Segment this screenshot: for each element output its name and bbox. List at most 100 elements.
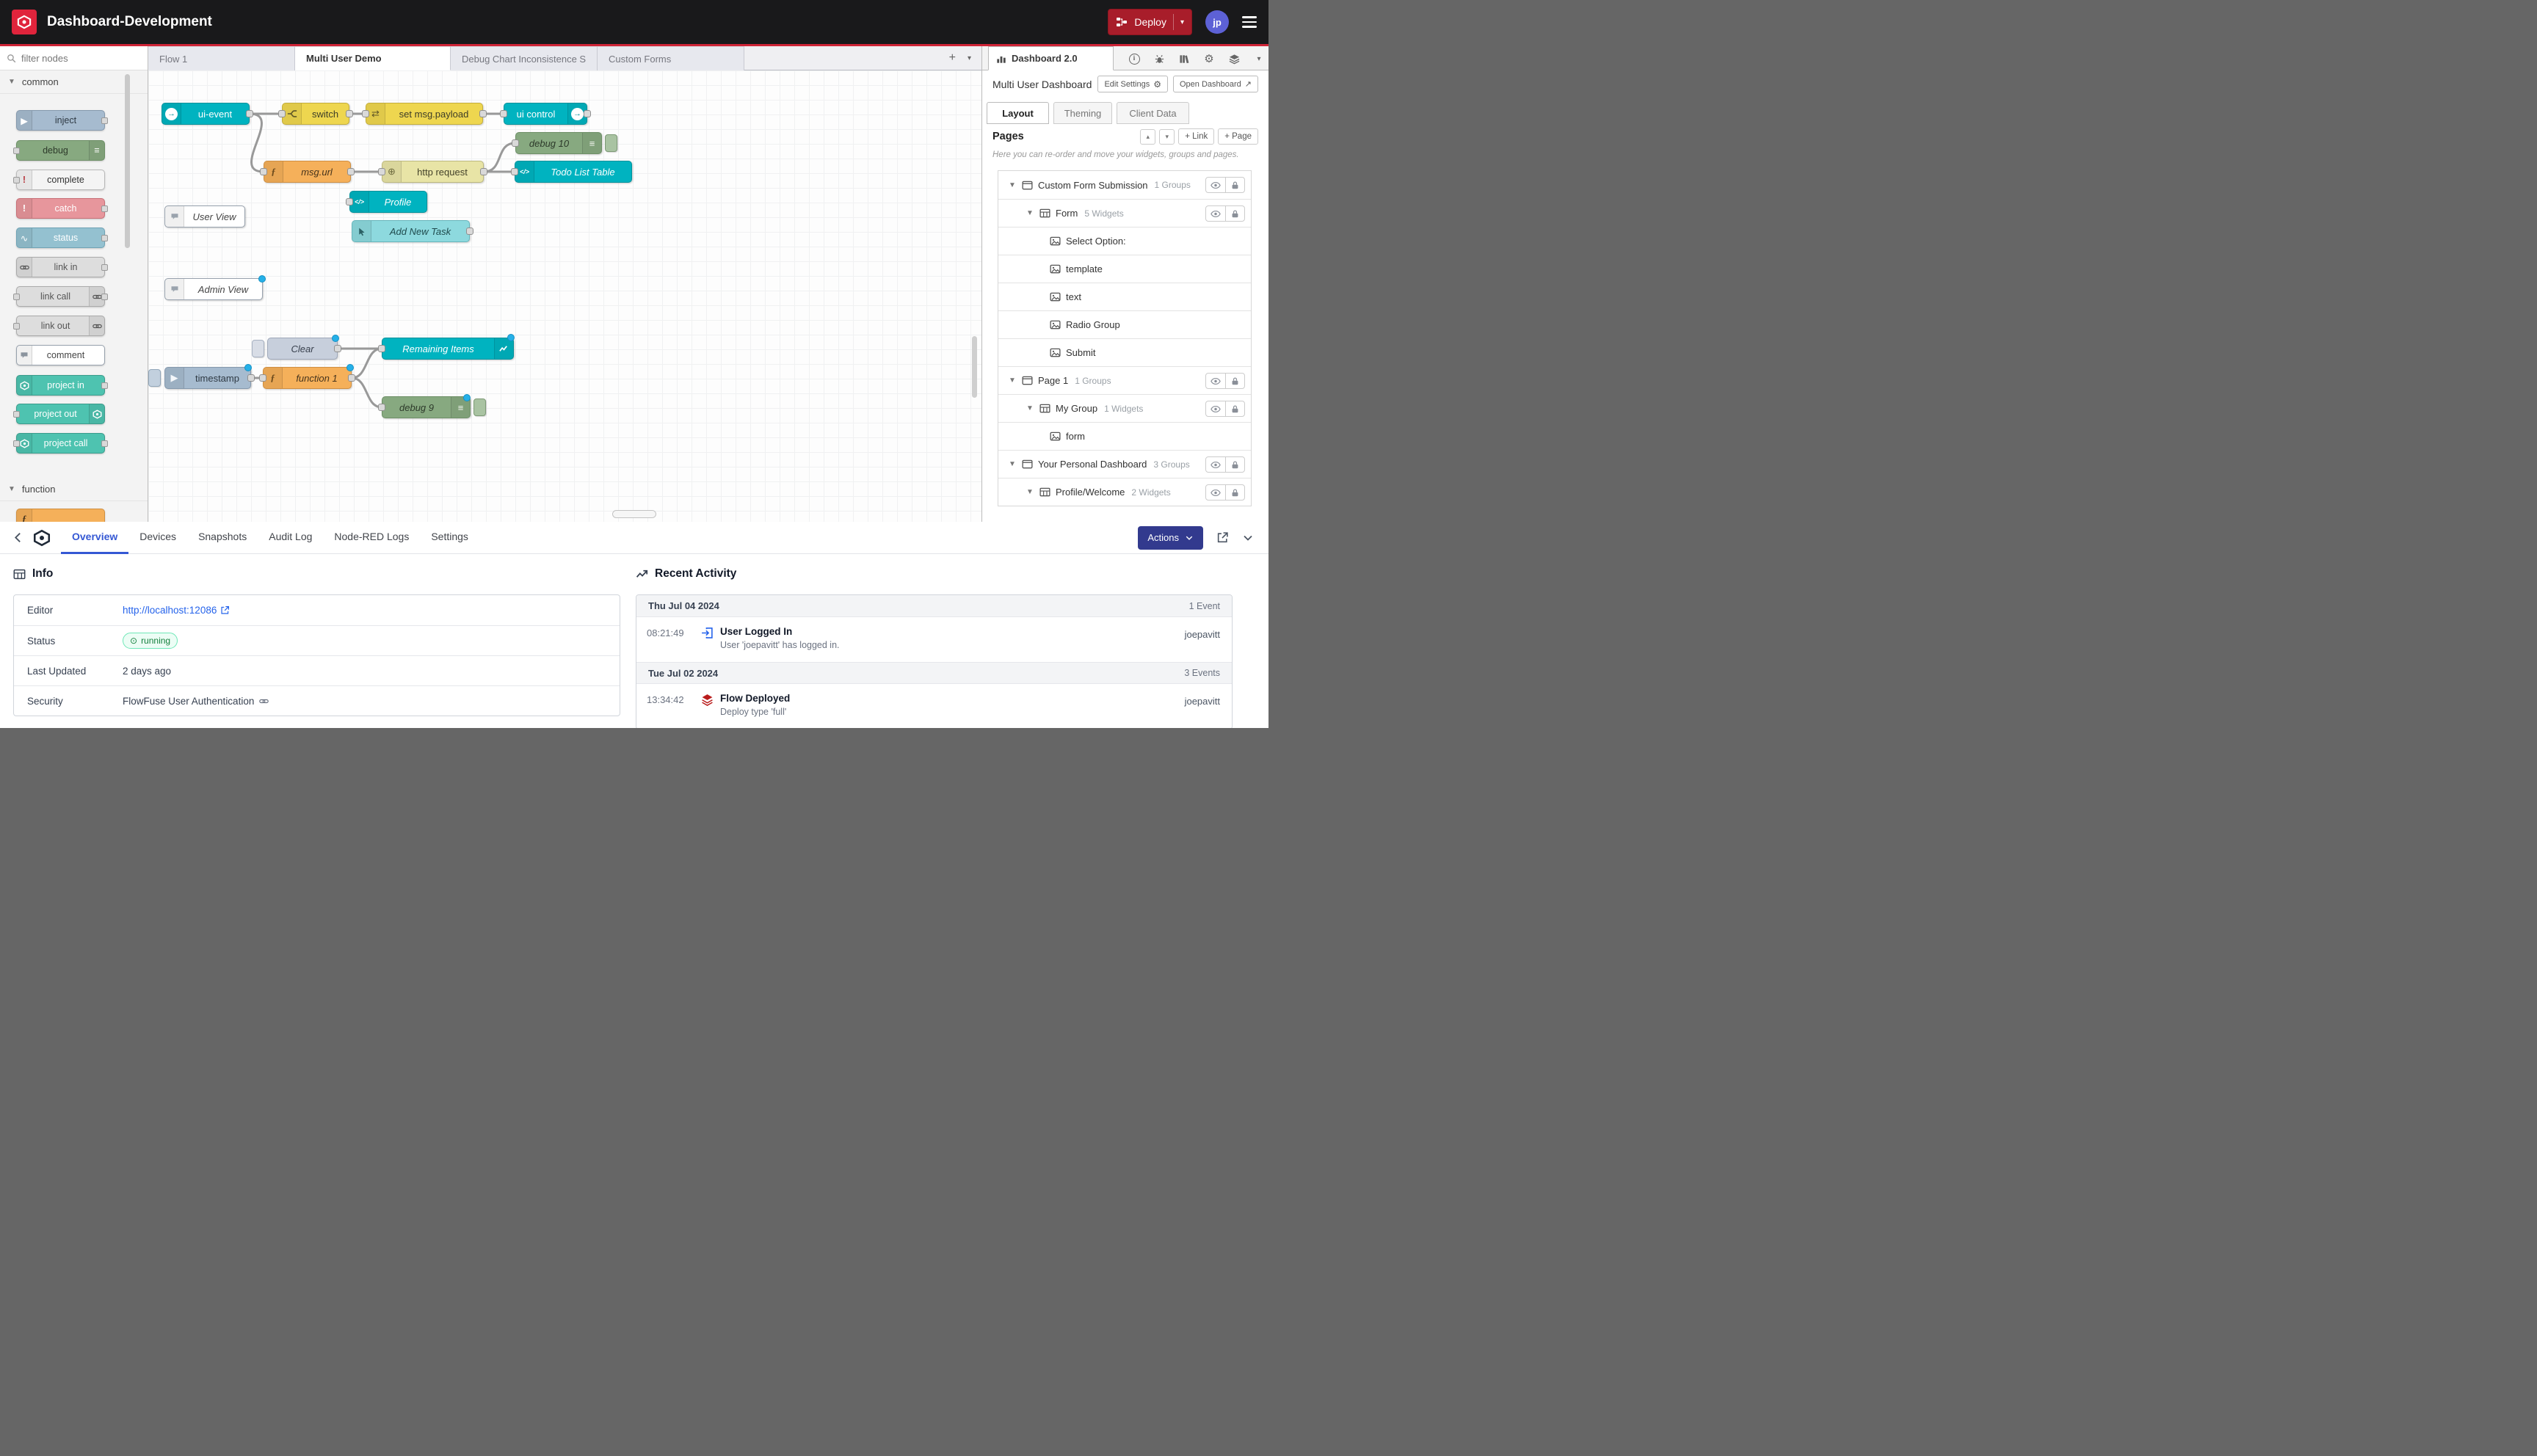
node-ui-event[interactable]: → ui-event: [161, 103, 250, 125]
node-profile[interactable]: </> Profile: [349, 191, 427, 213]
eye-icon[interactable]: [1206, 457, 1225, 472]
tab-layout[interactable]: Layout: [987, 102, 1049, 124]
palette-node-link-out[interactable]: link out: [16, 316, 105, 336]
port-in[interactable]: [259, 374, 266, 382]
tab-snapshots[interactable]: Snapshots: [187, 522, 258, 554]
chevron-down-icon[interactable]: ▼: [1007, 460, 1017, 468]
node-ui-control[interactable]: → ui control: [504, 103, 587, 125]
activity-event-row[interactable]: 08:21:49 User Logged In User 'joepavitt'…: [636, 616, 1232, 662]
node-function-1[interactable]: ƒ function 1: [263, 367, 352, 389]
flow-canvas[interactable]: → ui-event switch ⇄ set msg.payload → ui…: [148, 70, 981, 522]
node-comment-admin-view[interactable]: Admin View: [164, 278, 263, 300]
chevron-down-icon[interactable]: ▼: [1025, 209, 1035, 217]
palette-node-inject[interactable]: ▶inject: [16, 110, 105, 131]
node-comment-user-view[interactable]: User View: [164, 205, 245, 228]
node-inject-timestamp[interactable]: ▶ timestamp: [164, 367, 251, 389]
chevron-down-icon[interactable]: ▼: [1007, 376, 1017, 385]
port-out[interactable]: [346, 110, 353, 117]
palette-node-catch[interactable]: !catch: [16, 198, 105, 219]
tab-settings[interactable]: Settings: [420, 522, 479, 554]
port-out[interactable]: [480, 168, 487, 175]
port-in[interactable]: [346, 198, 353, 205]
palette-category-function[interactable]: ▼ function: [0, 478, 148, 501]
lock-icon[interactable]: [1225, 457, 1244, 472]
tree-page-row[interactable]: ▼ Your Personal Dashboard3 Groups: [998, 450, 1251, 478]
palette-search-input[interactable]: [21, 53, 131, 64]
tree-page-row[interactable]: ▼ Custom Form Submission1 Groups: [998, 171, 1251, 199]
canvas-horizontal-scrollbar[interactable]: [612, 510, 656, 518]
port-in[interactable]: [511, 168, 518, 175]
port-out[interactable]: [466, 228, 473, 235]
open-editor-icon[interactable]: [1216, 531, 1229, 544]
chevron-down-icon[interactable]: ▼: [1025, 404, 1035, 412]
palette-node-status[interactable]: ∿status: [16, 228, 105, 248]
flow-tab-1[interactable]: Flow 1: [148, 46, 295, 70]
debug-toggle-button[interactable]: [605, 134, 617, 152]
port-out[interactable]: [347, 168, 355, 175]
port-out[interactable]: [246, 110, 253, 117]
tree-widget-row[interactable]: Submit: [998, 338, 1251, 366]
node-http-request[interactable]: ⊕ http request: [382, 161, 484, 183]
debug-toggle-button[interactable]: [473, 398, 486, 416]
activity-event-row[interactable]: 13:34:42 Flow Deployed Deploy type 'full…: [636, 683, 1232, 728]
collapse-down-button[interactable]: ▾: [1159, 129, 1175, 145]
port-out[interactable]: [584, 110, 591, 117]
lock-icon[interactable]: [1225, 374, 1244, 388]
flow-tab-4[interactable]: Custom Forms: [598, 46, 744, 70]
tree-widget-row[interactable]: form: [998, 422, 1251, 450]
eye-icon[interactable]: [1206, 485, 1225, 500]
node-clear[interactable]: Clear: [267, 338, 338, 360]
port-in[interactable]: [260, 168, 267, 175]
port-in[interactable]: [362, 110, 369, 117]
port-in[interactable]: [378, 168, 385, 175]
deploy-button[interactable]: Deploy ▾: [1108, 9, 1192, 35]
port-in[interactable]: [378, 345, 385, 352]
port-out[interactable]: [479, 110, 487, 117]
lock-icon[interactable]: [1225, 401, 1244, 416]
eye-icon[interactable]: [1206, 206, 1225, 221]
add-link-button[interactable]: + Link: [1178, 128, 1214, 145]
tab-devices[interactable]: Devices: [128, 522, 187, 554]
edit-settings-button[interactable]: Edit Settings⚙: [1097, 76, 1168, 92]
node-msg-url-function[interactable]: ƒ msg.url: [264, 161, 351, 183]
port-in[interactable]: [512, 139, 519, 147]
palette-node-project-in[interactable]: project in: [16, 375, 105, 396]
debug-tab-button[interactable]: [1151, 51, 1167, 66]
lock-icon[interactable]: [1225, 206, 1244, 221]
actions-button[interactable]: Actions: [1138, 526, 1203, 550]
menu-icon[interactable]: [1242, 16, 1257, 28]
eye-icon[interactable]: [1206, 178, 1225, 192]
tree-page-row[interactable]: ▼ Page 11 Groups: [998, 366, 1251, 394]
avatar[interactable]: jp: [1205, 10, 1229, 34]
tree-group-row[interactable]: ▼ Form5 Widgets: [998, 199, 1251, 227]
node-ui-button-add-new-task[interactable]: Add New Task: [352, 220, 470, 242]
chevron-down-icon[interactable]: ▼: [1025, 488, 1035, 496]
deploy-caret-icon[interactable]: ▾: [1180, 18, 1184, 26]
tree-widget-row[interactable]: template: [998, 255, 1251, 283]
palette-node-complete[interactable]: !complete: [16, 170, 105, 190]
palette-node-link-call[interactable]: link call: [16, 286, 105, 307]
tree-widget-row[interactable]: Select Option:: [998, 227, 1251, 255]
port-out[interactable]: [334, 345, 341, 352]
sidebar-menu-button[interactable]: ▾: [1251, 51, 1267, 66]
link-icon[interactable]: [259, 696, 269, 706]
tab-client-data[interactable]: Client Data: [1117, 102, 1189, 124]
add-flow-button[interactable]: +: [949, 51, 956, 65]
tab-node-red-logs[interactable]: Node-RED Logs: [323, 522, 420, 554]
palette-node-project-call[interactable]: project call: [16, 433, 105, 454]
help-tab-button[interactable]: [1176, 51, 1192, 66]
canvas-vertical-scrollbar[interactable]: [972, 336, 977, 398]
flow-tab-2-active[interactable]: Multi User Demo: [295, 46, 451, 70]
editor-link[interactable]: http://localhost:12086: [123, 605, 230, 616]
add-page-button[interactable]: + Page: [1218, 128, 1258, 145]
port-out[interactable]: [247, 374, 255, 382]
palette-scrollbar[interactable]: [125, 74, 130, 248]
tab-theming[interactable]: Theming: [1053, 102, 1112, 124]
tree-group-row[interactable]: ▼ Profile/Welcome2 Widgets: [998, 478, 1251, 506]
palette-node-link-in[interactable]: link in: [16, 257, 105, 277]
eye-icon[interactable]: [1206, 401, 1225, 416]
open-dashboard-button[interactable]: Open Dashboard↗: [1173, 76, 1258, 92]
tree-widget-row[interactable]: text: [998, 283, 1251, 310]
config-tab-button[interactable]: ⚙: [1201, 51, 1217, 66]
info-tab-button[interactable]: i: [1126, 51, 1142, 66]
